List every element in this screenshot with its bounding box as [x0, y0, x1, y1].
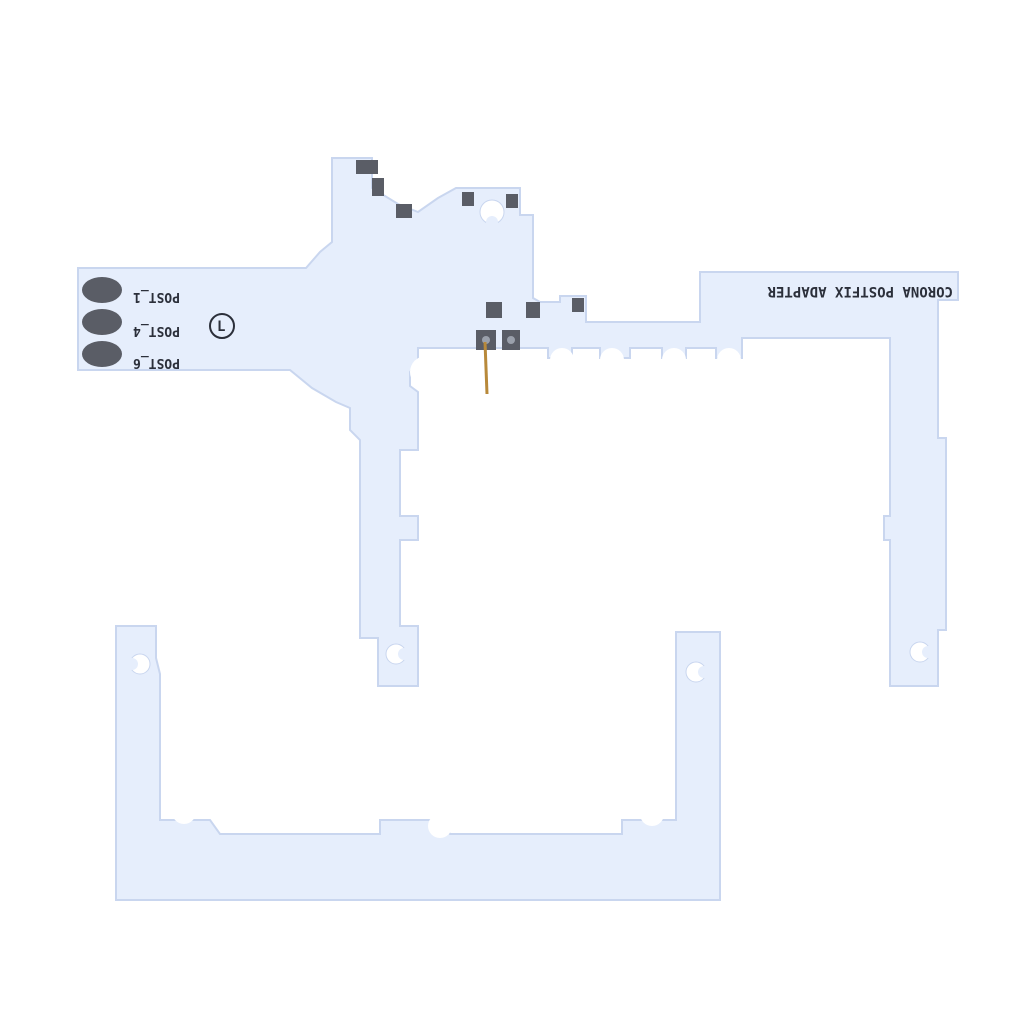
upper-board: CORONA POSTFIX ADAPTER POST_1 POST_4 POS… — [77, 157, 959, 687]
orientation-marker-letter: L — [217, 319, 225, 335]
post-label-1: POST_1 — [133, 289, 180, 304]
notch-hole — [662, 348, 686, 372]
via — [482, 336, 490, 344]
mount-hole-top — [479, 199, 505, 228]
smd-pad — [372, 178, 384, 196]
mount-hole-right — [909, 641, 934, 663]
gold-wire — [483, 341, 489, 395]
smd-pad — [462, 192, 474, 206]
solder-pad-post-1 — [82, 277, 122, 303]
notch-hole — [640, 802, 664, 826]
post-label-6: POST_6 — [133, 355, 180, 370]
solder-pad-post-4 — [82, 309, 122, 335]
lower-board — [115, 625, 721, 901]
solder-pad-post-6 — [82, 341, 122, 367]
smd-pad — [572, 298, 584, 312]
post-label-4: POST_4 — [133, 323, 180, 338]
mount-hole-lower-left — [126, 653, 151, 675]
via — [507, 336, 515, 344]
board-label-text: CORONA POSTFIX ADAPTER — [767, 283, 953, 299]
smd-pad — [486, 302, 502, 318]
smd-pad — [526, 302, 540, 318]
notch-hole — [600, 348, 624, 372]
notch-hole — [428, 814, 452, 838]
notch-hole — [172, 800, 196, 824]
notch-hole — [717, 348, 741, 372]
mount-hole-lower-right — [685, 661, 710, 683]
post-labels: POST_1 POST_4 POST_6 — [133, 289, 180, 370]
board-label: CORONA POSTFIX ADAPTER — [767, 283, 953, 299]
upper-board-outline — [77, 157, 959, 687]
notch-hole — [550, 348, 574, 372]
orientation-marker: L — [209, 313, 235, 339]
smd-pad — [356, 160, 378, 174]
mount-hole-left — [385, 643, 410, 665]
smd-pad — [506, 194, 518, 208]
notch-hole — [410, 356, 442, 388]
smd-pad — [396, 204, 412, 218]
